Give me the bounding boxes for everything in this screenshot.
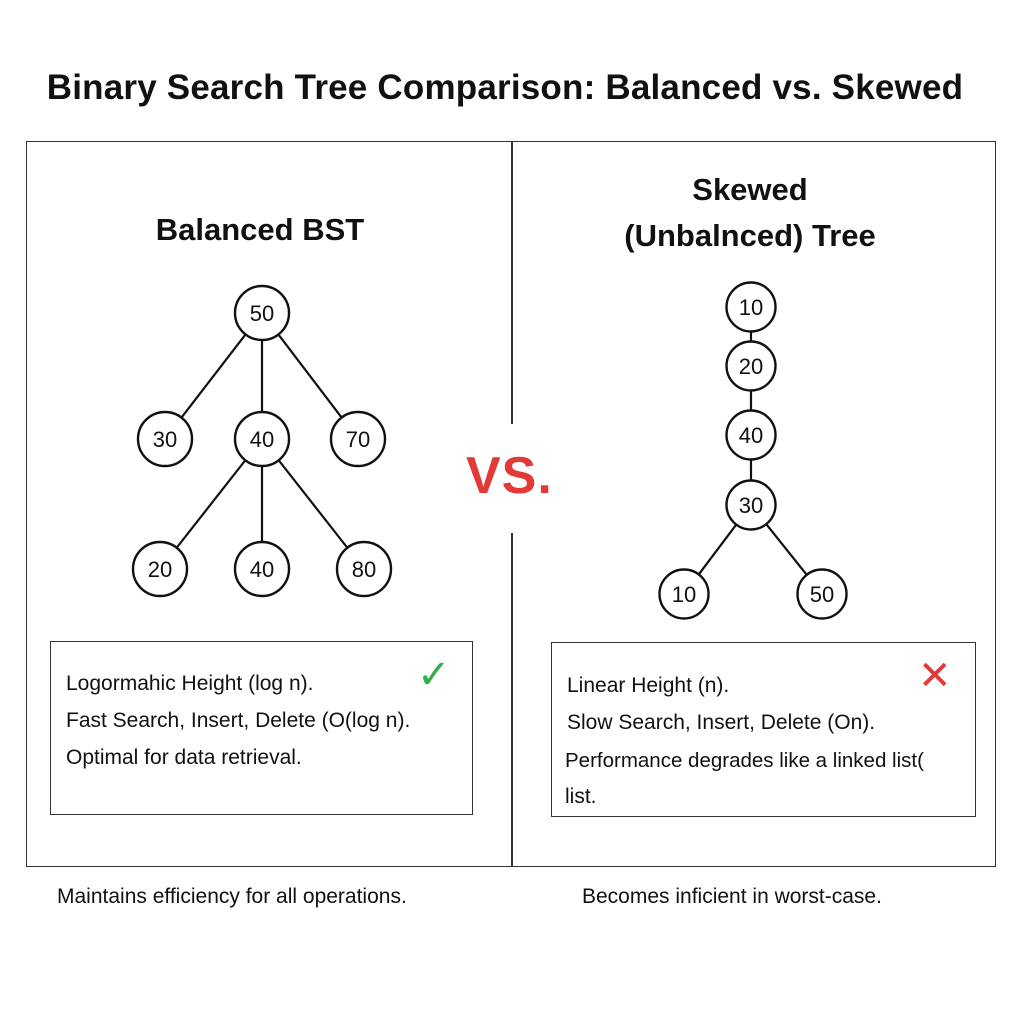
tree-node-circle (131, 540, 189, 598)
tree-node: 20 (725, 340, 777, 392)
balanced-bst-heading: Balanced BST (155, 212, 365, 247)
tree-edge (277, 459, 349, 549)
tree-node: 40 (233, 410, 291, 468)
skewed-info-line-4: list. (565, 785, 597, 808)
tree-node: 10 (658, 568, 710, 620)
skewed-info-line-2: Slow Search, Insert, Delete (On). (567, 711, 876, 734)
tree-node: 80 (335, 540, 393, 598)
tree-node: 50 (796, 568, 848, 620)
vs-label: VS. (466, 447, 553, 505)
tree-node-value: 40 (250, 427, 274, 452)
skewed-tree-heading-line2: (Unbalnced) Tree (624, 218, 876, 253)
skewed-tree: 10 20 40 30 10 50 (658, 281, 848, 620)
skewed-info-line-1: Linear Height (n). (567, 674, 730, 697)
tree-node-circle (725, 340, 777, 392)
balanced-info-line-3: Optimal for data retrieval. (66, 746, 302, 769)
tree-node: 30 (136, 410, 194, 468)
tree-node-value: 80 (352, 557, 376, 582)
balanced-footer: Maintains efficiency for all operations. (57, 885, 407, 908)
tree-node: 70 (329, 410, 387, 468)
balanced-info-line-2: Fast Search, Insert, Delete (O(log n). (66, 709, 411, 732)
tree-node-value: 10 (672, 582, 696, 607)
tree-node-value: 40 (250, 557, 274, 582)
cross-icon: ✕ (918, 654, 952, 698)
tree-node: 40 (725, 409, 777, 461)
tree-node-value: 40 (739, 423, 763, 448)
tree-node-circle (658, 568, 710, 620)
tree-node-value: 20 (739, 354, 763, 379)
tree-edge (180, 333, 247, 419)
tree-node: 30 (725, 479, 777, 531)
tree-node-circle (725, 409, 777, 461)
skewed-info-box: Linear Height (n). Slow Search, Insert, … (551, 642, 976, 817)
tree-node-circle (796, 568, 848, 620)
balanced-info-line-1: Logormahic Height (log n). (66, 672, 314, 695)
tree-edge (697, 523, 738, 576)
tree-edge (277, 333, 343, 419)
tree-node-value: 50 (250, 301, 274, 326)
tree-node-circle (136, 410, 194, 468)
tree-node-value: 30 (739, 493, 763, 518)
page-title: Binary Search Tree Comparison: Balanced … (46, 68, 964, 107)
tree-node-value: 70 (346, 427, 370, 452)
tree-node-circle (233, 410, 291, 468)
center-divider-bottom (511, 533, 513, 867)
tree-node-circle (725, 281, 777, 333)
tree-node: 40 (233, 540, 291, 598)
tree-node: 20 (131, 540, 189, 598)
tree-node-value: 20 (148, 557, 172, 582)
tree-edge (765, 523, 808, 576)
tree-node-value: 50 (810, 582, 834, 607)
skewed-tree-heading-line1: Skewed (692, 172, 808, 207)
tree-node-circle (233, 540, 291, 598)
skewed-tree-heading: Skewed (Unbalnced) Tree (560, 167, 940, 259)
tree-node-circle (329, 410, 387, 468)
tree-node-circle (725, 479, 777, 531)
tree-node-value: 10 (739, 295, 763, 320)
tree-node-circle (233, 284, 291, 342)
tree-edge (175, 459, 247, 549)
skewed-info-line-3: Performance degrades like a linked list( (565, 749, 924, 772)
check-icon: ✓ (417, 653, 451, 697)
tree-node-value: 30 (153, 427, 177, 452)
tree-node-circle (335, 540, 393, 598)
center-divider-top (511, 141, 513, 424)
tree-node: 10 (725, 281, 777, 333)
skewed-footer: Becomes inficient in worst-case. (582, 885, 882, 908)
tree-node: 50 (233, 284, 291, 342)
balanced-info-box: Logormahic Height (log n). Fast Search, … (50, 641, 473, 815)
balanced-tree: 50 30 40 70 20 40 80 (131, 284, 393, 598)
